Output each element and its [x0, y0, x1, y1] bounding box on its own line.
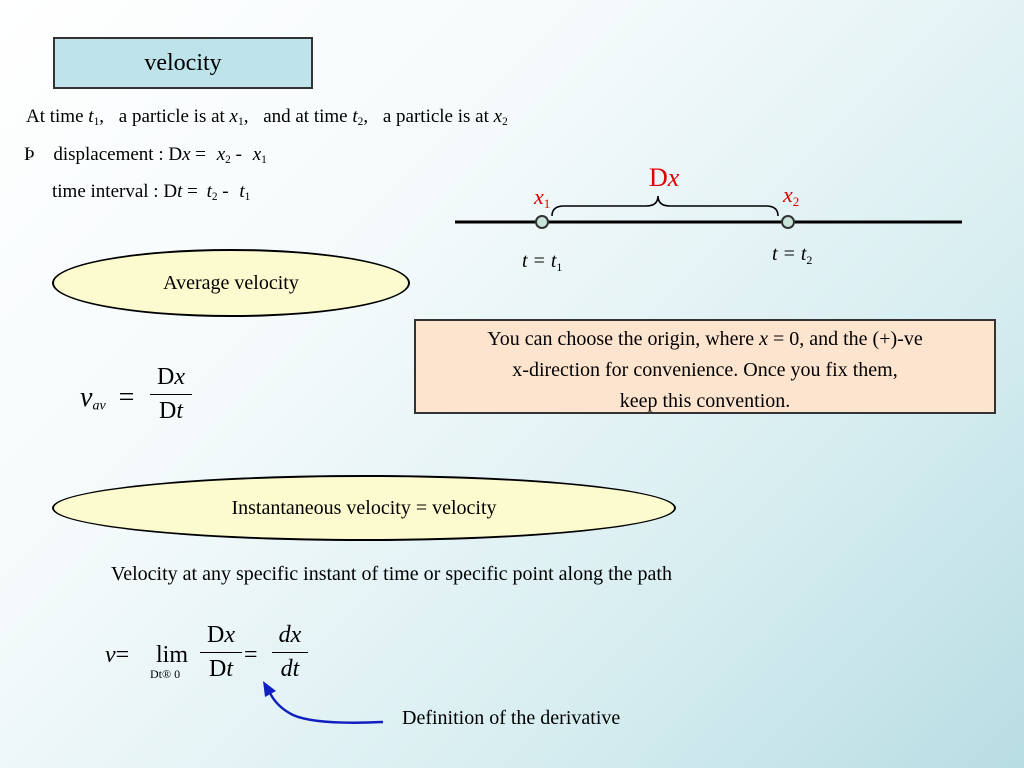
page-title-text: velocity	[144, 49, 222, 76]
convention-line-1: You can choose the origin, where x = 0, …	[487, 328, 923, 350]
inst-velocity-fraction: Dx Dt	[200, 622, 242, 683]
avg-denominator: Dt	[158, 398, 183, 424]
inst-equals: =	[244, 642, 258, 668]
derivative-label: Definition of the derivative	[402, 707, 621, 729]
time-interval-line: time interval : Dt = t2 - t1	[52, 181, 251, 203]
derivative-arrow	[263, 681, 384, 724]
average-velocity-ellipse: Average velocity	[52, 249, 410, 317]
page-title: velocity	[53, 37, 313, 89]
limit-subscript: Dt® 0	[150, 667, 181, 681]
arrow-head	[263, 681, 276, 697]
limit-operator: lim	[156, 642, 189, 668]
instantaneous-velocity-ellipse: Instantaneous velocity = velocity	[52, 475, 676, 541]
point-x2	[781, 215, 795, 229]
t1-label: t=t1	[522, 250, 562, 274]
displacement-brace	[551, 195, 779, 217]
convention-note: You can choose the origin, where x = 0, …	[414, 319, 996, 414]
x1-label: x1	[533, 184, 550, 211]
avg-numerator: Dx	[157, 364, 185, 390]
x2-label: x2	[782, 182, 799, 209]
delta-x-label: Dx	[649, 163, 680, 192]
derivative-fraction: dx dt	[272, 622, 308, 683]
intro-line: At time t1, a particle is at x1, and at …	[26, 106, 508, 128]
point-x1	[535, 215, 549, 229]
avg-velocity-fraction: Dx Dt	[150, 364, 192, 425]
displacement-line: Þ displacement : Dx = x2 - x1	[24, 144, 267, 166]
inst-velocity-symbol: v=	[105, 642, 130, 668]
t2-label: t=t2	[772, 243, 812, 267]
specific-instant-text: Velocity at any specific instant of time…	[111, 563, 672, 585]
therefore-symbol: Þ	[24, 144, 35, 165]
position-diagram: Dx x1 x2 t=t1 t=t2	[455, 163, 962, 274]
convention-line-3: keep this convention.	[619, 390, 791, 412]
convention-line-2: x-direction for convenience. Once you fi…	[512, 359, 898, 381]
avg-velocity-symbol: vav =	[80, 382, 135, 414]
